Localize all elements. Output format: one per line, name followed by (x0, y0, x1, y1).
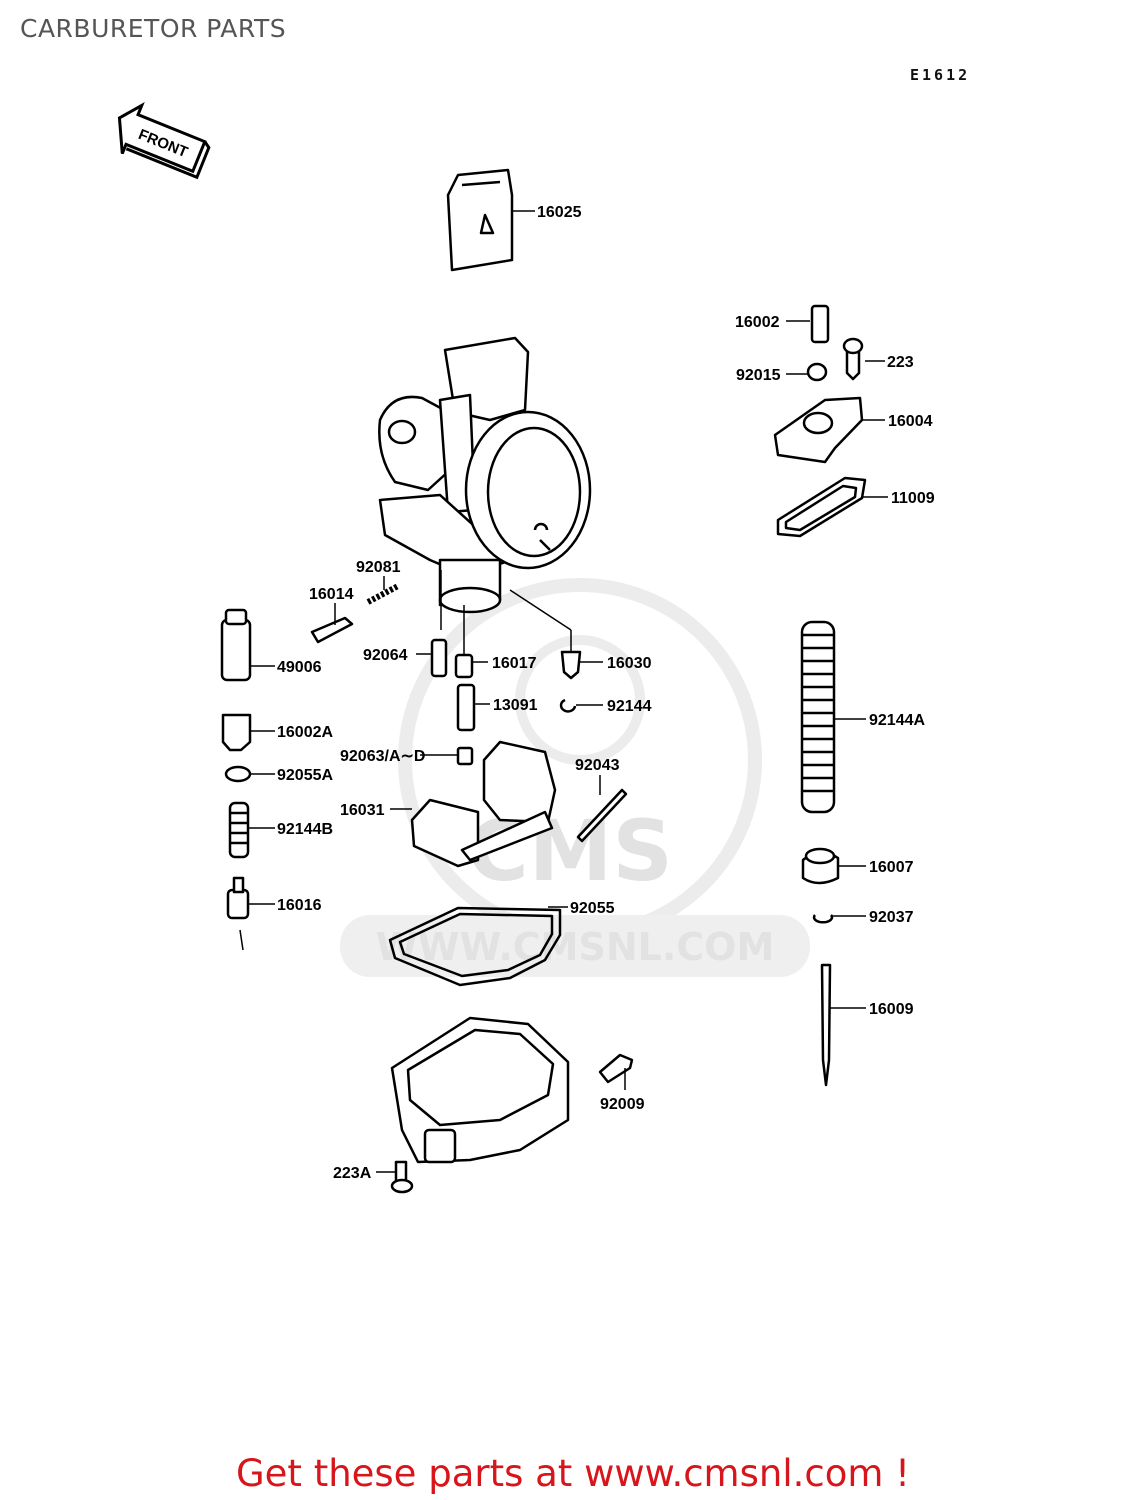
part-label-49006[interactable]: 49006 (277, 659, 322, 676)
float-bowl-icon (390, 1016, 570, 1164)
spring-92144A-icon (800, 620, 836, 814)
part-label-16030[interactable]: 16030 (607, 655, 652, 672)
jet-92064-icon (430, 638, 448, 678)
part-label-92037[interactable]: 92037 (869, 909, 914, 926)
jet-16002A-icon (221, 713, 252, 752)
part-label-223[interactable]: 223 (887, 354, 914, 371)
clip-92144-icon (559, 698, 577, 713)
part-label-16016[interactable]: 16016 (277, 897, 322, 914)
part-label-92144B[interactable]: 92144B (277, 821, 333, 838)
jet-92063-icon (456, 746, 474, 766)
clip-92037-icon (812, 914, 834, 924)
watermark-url: WWW.CMSNL.COM (376, 925, 775, 969)
part-label-16031[interactable]: 16031 (340, 802, 385, 819)
cap-16025-icon (446, 168, 514, 272)
footer-call-to-action[interactable]: Get these parts at www.cmsnl.com ! (235, 1452, 910, 1495)
part-label-223A[interactable]: 223A (333, 1165, 372, 1182)
gasket-92055-icon (388, 906, 562, 987)
needle-16009-icon (820, 963, 832, 1087)
screw-16014-icon (310, 616, 354, 644)
part-label-92015[interactable]: 92015 (736, 367, 781, 384)
part-label-92043[interactable]: 92043 (575, 757, 620, 774)
part-label-13091[interactable]: 13091 (493, 697, 538, 714)
part-label-92009[interactable]: 92009 (600, 1096, 645, 1113)
part-drawings (220, 168, 867, 1194)
screw-92009-icon (598, 1053, 634, 1084)
exploded-parts-diagram: CMS WWW.CMSNL.COM FRONT (117, 102, 935, 1194)
jet-49006-icon (220, 618, 252, 682)
part-label-92064[interactable]: 92064 (363, 647, 408, 664)
screw-16016-icon (226, 888, 250, 920)
oring-92055A-icon (224, 765, 252, 783)
jet-16017-icon (454, 653, 474, 679)
part-label-16002A[interactable]: 16002A (277, 724, 333, 741)
page-title: CARBURETOR PARTS (20, 14, 287, 43)
leader-lines (239, 210, 888, 1173)
part-label-92063[interactable]: 92063/A∼D (340, 748, 425, 765)
spring-92081-icon (366, 583, 400, 605)
screw-16002-icon (810, 304, 830, 344)
spring-92144B-icon (228, 801, 250, 859)
carburetor-body-icon (378, 336, 592, 614)
part-label-16014[interactable]: 16014 (309, 586, 354, 603)
gasket-11009-icon (776, 476, 867, 538)
part-label-16009[interactable]: 16009 (869, 1001, 914, 1018)
part-label-92144[interactable]: 92144 (607, 698, 652, 715)
part-label-92055[interactable]: 92055 (570, 900, 615, 917)
nut-92015-icon (806, 362, 828, 382)
jet-13091-icon (456, 683, 476, 732)
part-label-16002[interactable]: 16002 (735, 314, 780, 331)
part-label-92055A[interactable]: 92055A (277, 767, 333, 784)
float-16031-icon (410, 740, 557, 868)
jet-16030-icon (560, 650, 582, 680)
part-label-16025[interactable]: 16025 (537, 204, 582, 221)
part-label-92144A[interactable]: 92144A (869, 712, 925, 729)
part-label-16004[interactable]: 16004 (888, 413, 933, 430)
part-labels: 16025 16002 223 92015 16004 11009 92081 … (277, 204, 935, 1182)
pin-92043-icon (576, 788, 628, 843)
watermark: CMS WWW.CMSNL.COM (340, 578, 810, 977)
part-label-16007[interactable]: 16007 (869, 859, 914, 876)
part-label-16017[interactable]: 16017 (492, 655, 537, 672)
part-label-92081[interactable]: 92081 (356, 559, 401, 576)
front-arrow-icon: FRONT (117, 102, 211, 180)
diagram-code: E1612 (910, 66, 971, 84)
part-label-11009[interactable]: 11009 (891, 490, 935, 507)
